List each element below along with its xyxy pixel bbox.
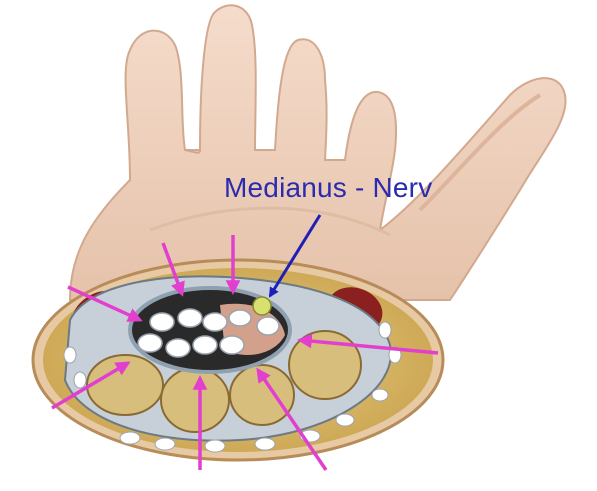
- tendon: [166, 339, 190, 357]
- tendon: [193, 336, 217, 354]
- tendon: [203, 313, 227, 331]
- median-nerve: [253, 297, 271, 315]
- tendon: [150, 313, 174, 331]
- median-nerve-label: Medianus - Nerv: [224, 172, 432, 204]
- hand-illustration: [70, 5, 566, 300]
- small-tendon: [372, 389, 388, 401]
- small-tendon: [255, 438, 275, 450]
- wrist-cross-section: [33, 260, 443, 460]
- carpal-bone-2: [161, 368, 229, 432]
- tendon: [178, 309, 202, 327]
- hand-outline: [70, 5, 566, 300]
- small-tendon: [379, 322, 391, 338]
- small-tendon: [64, 347, 76, 363]
- tendon: [138, 334, 162, 352]
- tendon: [229, 310, 251, 326]
- tendon: [257, 317, 279, 335]
- small-tendon: [205, 440, 225, 452]
- small-tendon: [155, 438, 175, 450]
- tendon: [220, 336, 244, 354]
- small-tendon: [120, 432, 140, 444]
- small-tendon: [336, 414, 354, 426]
- small-tendon: [74, 372, 86, 388]
